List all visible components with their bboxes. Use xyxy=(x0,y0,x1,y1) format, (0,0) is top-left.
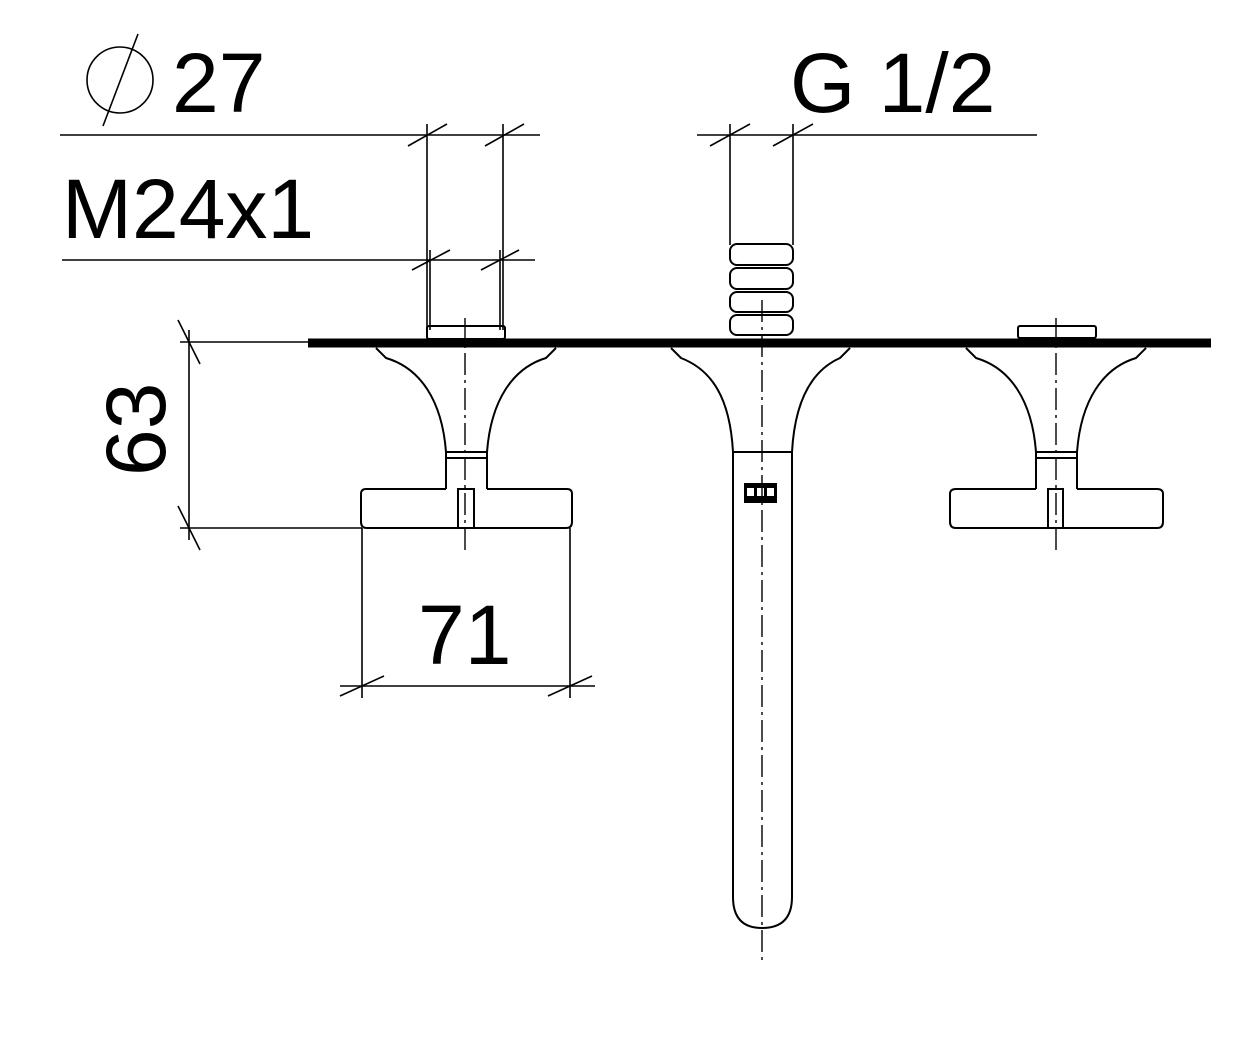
thread-pipe-label: G 1/2 xyxy=(790,36,995,130)
dimension-line-width xyxy=(339,528,595,698)
diameter-symbol-icon xyxy=(86,33,154,127)
dimension-line-diameter xyxy=(60,123,540,330)
width-label: 71 xyxy=(418,588,511,682)
height-label: 63 xyxy=(89,383,183,476)
dimension-line-pipe xyxy=(697,123,1037,245)
dimension-line-metric xyxy=(62,249,535,330)
left-valve xyxy=(360,325,573,529)
diameter-label: 27 xyxy=(172,36,265,130)
dimension-line-height xyxy=(177,319,362,551)
thread-metric-label: M24x1 xyxy=(62,162,314,256)
